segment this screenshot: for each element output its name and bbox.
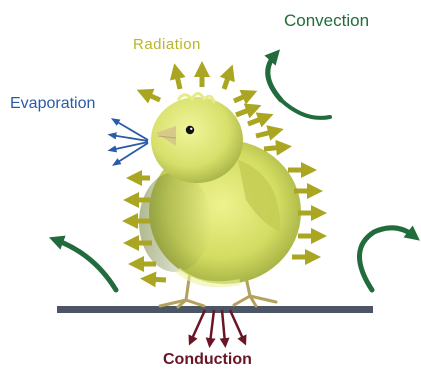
convection-label: Convection: [284, 12, 369, 29]
radiation-label: Radiation: [133, 37, 201, 52]
evaporation-label: Evaporation: [10, 96, 95, 112]
evaporation-arrows: [111, 120, 148, 164]
curved-arrow-icon: [56, 240, 116, 290]
curved-arrow-icon: [359, 228, 414, 290]
chick-icon: [139, 94, 301, 308]
curved-arrow-icon: [268, 55, 281, 100]
conduction-label: Conduction: [163, 352, 252, 368]
conduction-arrows: [191, 310, 244, 343]
